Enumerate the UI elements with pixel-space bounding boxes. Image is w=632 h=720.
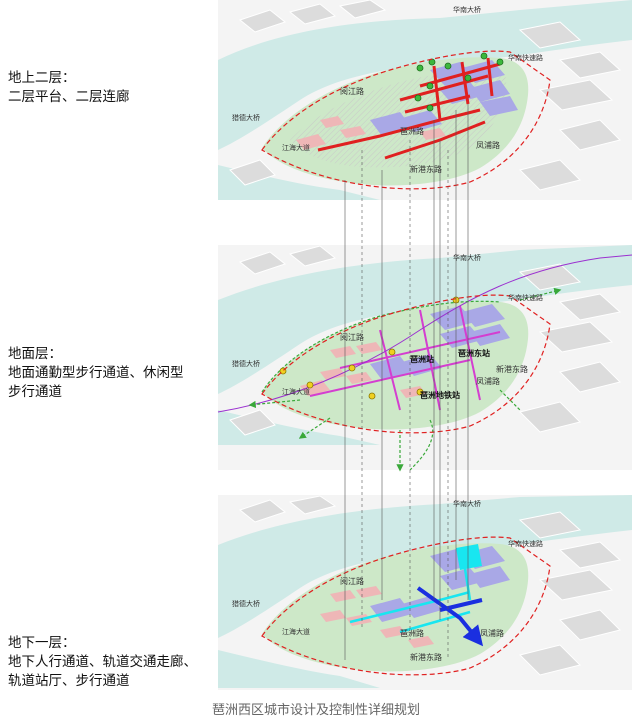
underground-rail-corridor [416, 586, 484, 647]
ground-label-node-1: 琶洲站 [410, 354, 434, 364]
underground-boundary [261, 536, 551, 676]
underground-label-road-d: 凤浦路 [480, 628, 504, 638]
upper-context-blocks [229, 0, 622, 191]
upper-label-road-a: 阅江路 [340, 86, 364, 96]
layer-label-upper: 地上二层： 二层平台、二层连廊 [8, 69, 130, 107]
underground-river [218, 495, 632, 638]
layer-title-underground: 地下一层： [8, 635, 76, 651]
layer-desc-upper: 二层平台、二层连廊 [8, 89, 130, 105]
layer-title-ground: 地面层： [8, 346, 62, 362]
upper-river-south [218, 165, 380, 200]
ground-layer: 阅江路 琶洲站 琶洲东站 琶洲地铁站 凤浦路 新港东路 华南大桥 华南快速路 猎… [217, 245, 632, 472]
ground-leisure-paths [248, 287, 562, 472]
layer-label-ground: 地面层： 地面通勤型步行通道、休闲型 步行通道 [8, 345, 184, 402]
underground-label-bridge-left: 猎德大桥 [232, 599, 260, 608]
underground-concourse [456, 544, 482, 570]
ground-label-node-3: 琶洲东站 [458, 348, 490, 358]
upper-label-road-b: 琶洲路 [400, 126, 424, 136]
ground-boundary [261, 294, 551, 434]
underground-label-road-c: 新港东路 [410, 652, 442, 662]
ground-rail-line [217, 254, 632, 413]
figure-caption: 琶洲西区城市设计及控制性详细规划 [211, 703, 420, 718]
upper-pink-blocks [296, 116, 446, 150]
underground-river-south [218, 650, 380, 688]
upper-label-expressway: 华南快速路 [508, 53, 543, 62]
ground-label-expressway: 华南快速路 [508, 293, 543, 302]
upper-label-bridge-main: 华南大桥 [453, 5, 481, 14]
upper-nodes [414, 52, 504, 112]
layer-desc-underground-1: 地下人行通道、轨道交通走廊、 [8, 654, 197, 670]
upper-layer: 阅江路 琶洲路 新港东路 凤浦路 华南大桥 华南快速路 猎德大桥 江海大道 [218, 0, 632, 200]
upper-label-road-c: 新港东路 [410, 164, 442, 174]
layer-desc-ground-2: 步行通道 [8, 384, 62, 400]
ground-label-road-d: 凤浦路 [476, 376, 500, 386]
underground-context-blocks [238, 495, 622, 676]
layer-desc-ground-1: 地面通勤型步行通道、休闲型 [8, 365, 184, 381]
upper-label-bridge-left: 猎德大桥 [232, 113, 260, 122]
underground-label-road-e: 江海大道 [282, 627, 310, 636]
underground-layer: 阅江路 琶洲路 新港东路 凤浦路 华南大桥 华南快速路 猎德大桥 江海大道 [218, 495, 632, 690]
underground-label-road-a: 阅江路 [340, 576, 364, 586]
layer-title-upper: 地上二层： [8, 70, 76, 86]
underground-label-road-b: 琶洲路 [400, 628, 424, 638]
ground-river [218, 245, 632, 394]
ground-label-bridge-main: 华南大桥 [453, 253, 481, 262]
vertical-connectors [344, 104, 469, 660]
ground-label-road-a: 阅江路 [340, 332, 364, 342]
underground-label-expressway: 华南快速路 [508, 539, 543, 548]
layer-desc-underground-2: 轨道站厅、步行通道 [8, 673, 130, 689]
upper-boundary [261, 50, 551, 190]
underground-label-bridge-main: 华南大桥 [453, 499, 481, 508]
vertical-connectors-dashed [361, 140, 449, 660]
ground-label-road-e: 江海大道 [282, 387, 310, 396]
ground-nodes [279, 296, 460, 400]
ground-river-south [218, 410, 380, 445]
upper-label-road-d: 凤浦路 [476, 140, 500, 150]
ground-label-road-c: 新港东路 [496, 364, 528, 374]
ground-label-bridge-left: 猎德大桥 [232, 359, 260, 368]
layer-label-underground: 地下一层： 地下人行通道、轨道交通走廊、 轨道站厅、步行通道 [8, 634, 197, 691]
upper-label-road-e: 江海大道 [282, 143, 310, 152]
ground-context-blocks [229, 245, 622, 436]
